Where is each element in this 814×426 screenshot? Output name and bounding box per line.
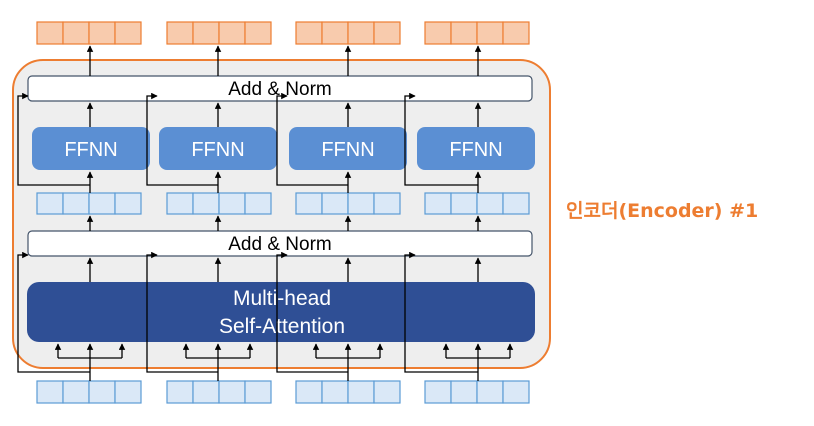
- output-vector-3: [295, 21, 401, 45]
- output-vector-cell: [295, 21, 323, 45]
- input-vector-cell: [502, 380, 530, 404]
- output-vector-cell: [450, 21, 478, 45]
- intermediate-vector-cell: [476, 192, 504, 215]
- output-vector-2: [166, 21, 272, 45]
- input-vector-cell: [244, 380, 272, 404]
- output-vector-cell: [424, 21, 452, 45]
- intermediate-vector-3: [295, 192, 401, 215]
- output-vector-cell: [88, 21, 116, 45]
- intermediate-vector-cell: [321, 192, 349, 215]
- intermediate-vector-2: [166, 192, 272, 215]
- ffnn-box-3: [289, 127, 407, 170]
- input-vector-cell: [192, 380, 220, 404]
- residual-top-3: [276, 92, 348, 186]
- intermediate-vector-cell: [347, 192, 375, 215]
- output-vector-cell: [321, 21, 349, 45]
- multi-head-attention-box: [27, 282, 535, 342]
- output-vector-cell: [192, 21, 220, 45]
- ffnn-label-3: FFNN: [321, 139, 374, 161]
- intermediate-vector-cell: [218, 192, 246, 215]
- residual-top-2: [146, 92, 218, 186]
- output-vector-cell: [347, 21, 375, 45]
- input-vector-cell: [218, 380, 246, 404]
- intermediate-vector-4: [424, 192, 530, 215]
- residual-top-4: [404, 92, 478, 186]
- input-vector-cell: [321, 380, 349, 404]
- input-vector-3: [295, 380, 401, 404]
- output-vector-cell: [476, 21, 504, 45]
- input-vector-cell: [36, 380, 64, 404]
- intermediate-vector-cell: [62, 192, 90, 215]
- output-vector-cell: [166, 21, 194, 45]
- input-vector-cell: [476, 380, 504, 404]
- residual-bottom-3: [276, 251, 348, 373]
- ffnn-box-2: [159, 127, 277, 170]
- output-vector-cell: [502, 21, 530, 45]
- output-vector-cell: [218, 21, 246, 45]
- intermediate-vector-cell: [424, 192, 452, 215]
- intermediate-vector-cell: [192, 192, 220, 215]
- ffnn-box-4: [417, 127, 535, 170]
- ffnn-label-1: FFNN: [64, 139, 117, 161]
- ffnn-group: FFNN FFNN FFNN FFNN: [32, 127, 535, 170]
- ffnn-box-1: [32, 127, 150, 170]
- intermediate-vectors: [36, 192, 530, 215]
- intermediate-vector-cell: [114, 192, 142, 215]
- residual-bottom-2: [146, 251, 218, 373]
- input-vector-2: [166, 380, 272, 404]
- output-vector-4: [424, 21, 530, 45]
- intermediate-vector-cell: [166, 192, 194, 215]
- input-vector-cell: [88, 380, 116, 404]
- intermediate-vector-cell: [244, 192, 272, 215]
- attention-label-line1: Multi-head: [233, 287, 331, 310]
- residual-bottom-1: [17, 251, 90, 373]
- intermediate-vector-cell: [295, 192, 323, 215]
- input-vector-1: [36, 380, 142, 404]
- intermediate-vector-1: [36, 192, 142, 215]
- intermediate-vector-cell: [502, 192, 530, 215]
- intermediate-vector-cell: [373, 192, 401, 215]
- input-vector-cell: [62, 380, 90, 404]
- intermediate-vector-cell: [88, 192, 116, 215]
- input-vector-cell: [373, 380, 401, 404]
- input-vectors: [36, 380, 530, 404]
- output-vector-cell: [36, 21, 64, 45]
- add-norm-bottom-box: [27, 230, 533, 257]
- connection-arrows: [17, 45, 514, 381]
- output-vector-cell: [62, 21, 90, 45]
- input-vector-cell: [450, 380, 478, 404]
- residual-bottom-4: [404, 251, 478, 373]
- input-vector-cell: [424, 380, 452, 404]
- output-vector-cell: [114, 21, 142, 45]
- output-vector-cell: [373, 21, 401, 45]
- output-vectors: [36, 21, 530, 45]
- attention-label-line2: Self-Attention: [219, 315, 345, 338]
- ffnn-label-4: FFNN: [449, 139, 502, 161]
- input-vector-cell: [295, 380, 323, 404]
- output-vector-1: [36, 21, 142, 45]
- input-vector-cell: [166, 380, 194, 404]
- intermediate-vector-cell: [36, 192, 64, 215]
- residual-top-1: [17, 92, 90, 186]
- input-vector-4: [424, 380, 530, 404]
- add-norm-top-label: Add & Norm: [228, 79, 331, 100]
- encoder-label: 인코더(Encoder) #1: [566, 200, 758, 222]
- ffnn-label-2: FFNN: [191, 139, 244, 161]
- input-vector-cell: [114, 380, 142, 404]
- add-norm-bottom-label: Add & Norm: [228, 234, 331, 255]
- intermediate-vector-cell: [450, 192, 478, 215]
- output-vector-cell: [244, 21, 272, 45]
- input-vector-cell: [347, 380, 375, 404]
